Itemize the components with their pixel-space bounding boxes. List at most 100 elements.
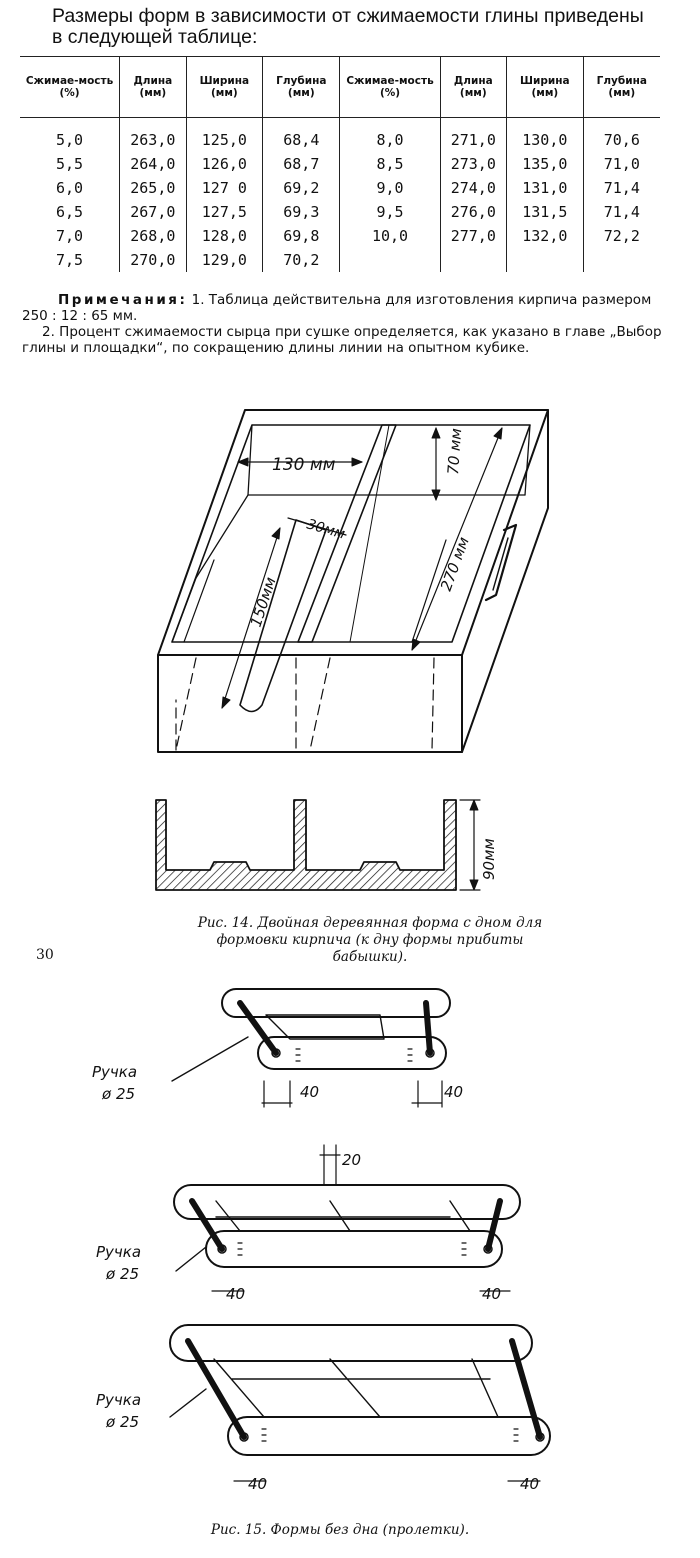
partition-floor-line — [349, 424, 390, 643]
dim-40-left-1: 40 — [300, 1083, 319, 1101]
table-cell: 273,0 — [439, 152, 507, 176]
dim-40-right-3: 40 — [520, 1475, 539, 1493]
note-1: Примечания: 1. Таблица действительна для… — [22, 292, 662, 324]
table-cell: 129,0 — [185, 248, 263, 272]
arrow — [237, 457, 363, 467]
dim-slot-length-line — [221, 527, 281, 709]
fig15-caption: Рис. 15. Формы без дна (пролетки). — [210, 1522, 470, 1538]
fig14-drawing: 130 мм 70 мм 270 мм 30мм 150мм 90мм — [155, 409, 549, 891]
table-cell: 268,0 — [119, 224, 187, 248]
page-number: 30 — [36, 947, 54, 963]
dim-slot-length-label: 150мм — [247, 575, 280, 629]
rib-line — [183, 539, 447, 643]
header-length: Длина (мм) — [119, 56, 187, 118]
table-row: 5,5 264,0 126,0 68,7 8,5 273,0 135,0 71,… — [20, 152, 660, 176]
arrow — [431, 427, 441, 501]
fig15-drawing: Ручка ø 25 40 40 20 Ручка ø 25 40 40 Руч… — [92, 988, 551, 1493]
table-cell: 71,4 — [582, 200, 660, 224]
table-header-row: Сжимае-мость (%) Длина (мм) Ширина (мм) … — [20, 56, 660, 118]
table-cell: 7,5 — [56, 251, 84, 269]
table-cell: 276,0 — [439, 200, 507, 224]
dim-40-right-1: 40 — [444, 1083, 463, 1101]
table-cell: 274,0 — [439, 176, 507, 200]
dim-slot-width-line — [287, 517, 347, 536]
shrinkage-table: Сжимае-мость (%) Длина (мм) Ширина (мм) … — [20, 56, 660, 272]
dim-length-label: 270 мм — [437, 535, 473, 594]
table-cell: 265,0 — [119, 176, 187, 200]
table-cell: 270,0 — [119, 248, 187, 272]
table-row: 6,0 265,0 127 0 69,2 9,0 274,0 131,0 71,… — [20, 176, 660, 200]
table-cell: 130,0 — [506, 117, 584, 152]
bottom-nub-slot — [239, 519, 327, 713]
table-cell: 69,2 — [262, 176, 340, 200]
dim-20: 20 — [342, 1151, 361, 1169]
handle-diameter-3: ø 25 — [105, 1413, 139, 1431]
table-cell: 132,0 — [506, 224, 584, 248]
arrow — [469, 799, 479, 891]
inner-corner-line — [171, 424, 531, 643]
table-cell: 9,5 — [339, 200, 441, 224]
header-shrinkage-2: Сжимае-мость (%) — [339, 56, 441, 118]
table-cell: 126,0 — [185, 152, 263, 176]
table-cell — [582, 248, 660, 272]
notes-label: Примечания: — [58, 292, 188, 308]
mould-side-face — [461, 409, 549, 753]
dim-slot-width-label: 30мм — [305, 516, 347, 542]
table-cell — [439, 248, 507, 272]
table-row: 5,0 263,0 125,0 68,4 8,0 271,0 130,0 70,… — [20, 117, 660, 152]
table-cell: 69,8 — [262, 224, 340, 248]
dim-40-right-2: 40 — [482, 1285, 501, 1303]
handle-icon — [484, 523, 518, 602]
table-cell: 125,0 — [185, 117, 263, 152]
table-cell: 264,0 — [119, 152, 187, 176]
table-cell: 8,0 — [339, 117, 441, 152]
dim-40-left-3: 40 — [248, 1475, 267, 1493]
table-cell: 5,5 — [56, 155, 84, 173]
table-row: 6,5 267,0 127,5 69,3 9,5 276,0 131,5 71,… — [20, 200, 660, 224]
header-shrinkage: Сжимае-мость (%) — [20, 56, 120, 118]
table-cell: 9,0 — [339, 176, 441, 200]
table-cell: 6,0 — [56, 179, 84, 197]
mould-partition — [297, 424, 397, 643]
section-height-dim — [459, 799, 481, 891]
intro-text: Размеры форм в зависимости от сжимаемост… — [52, 5, 644, 48]
table-cell: 7,0 — [56, 227, 84, 245]
table-cell: 127,5 — [185, 200, 263, 224]
section-height-label: 90мм — [480, 838, 498, 880]
dim-width-label: 130 мм — [272, 455, 336, 475]
table-cell: 70,6 — [582, 117, 660, 152]
handle-label-3: Ручка — [96, 1391, 141, 1409]
hidden-lines — [175, 657, 435, 751]
table-cell: 127 0 — [185, 176, 263, 200]
handle-diameter-2: ø 25 — [105, 1265, 139, 1283]
note-1-text: 1. Таблица действительна для изготовлени… — [22, 292, 652, 324]
handle-inner — [492, 537, 509, 591]
note-2: 2. Процент сжимаемости сырца при сушке о… — [22, 324, 662, 356]
mould-front-face — [157, 654, 463, 753]
header-depth-2: Глубина (мм) — [582, 56, 660, 118]
table-cell: 277,0 — [439, 224, 507, 248]
table-cell: 69,3 — [262, 200, 340, 224]
header-length-2: Длина (мм) — [439, 56, 507, 118]
table-cell: 131,0 — [506, 176, 584, 200]
arrow — [411, 427, 503, 651]
table-cell: 10,0 — [339, 224, 441, 248]
table-cell: 6,5 — [56, 203, 84, 221]
inner-floor-line — [195, 494, 526, 579]
table-cell: 68,7 — [262, 152, 340, 176]
fig14-caption: Рис. 14. Двойная деревянная форма с дном… — [197, 915, 543, 965]
table-cell: 8,5 — [339, 152, 441, 176]
handle-label-1: Ручка — [92, 1063, 137, 1081]
frame-quad — [169, 1324, 551, 1482]
table-cell: 71,0 — [582, 152, 660, 176]
arrow — [221, 527, 281, 709]
header-depth: Глубина (мм) — [262, 56, 340, 118]
table-cell: 5,0 — [56, 131, 84, 149]
mould-inner-rim — [171, 424, 531, 643]
mould-top-rim — [157, 409, 549, 656]
table-cell: 263,0 — [119, 117, 187, 152]
table-cell: 131,5 — [506, 200, 584, 224]
table-cell: 70,2 — [262, 248, 340, 272]
header-width: Ширина (мм) — [185, 56, 263, 118]
table-cell: 271,0 — [439, 117, 507, 152]
